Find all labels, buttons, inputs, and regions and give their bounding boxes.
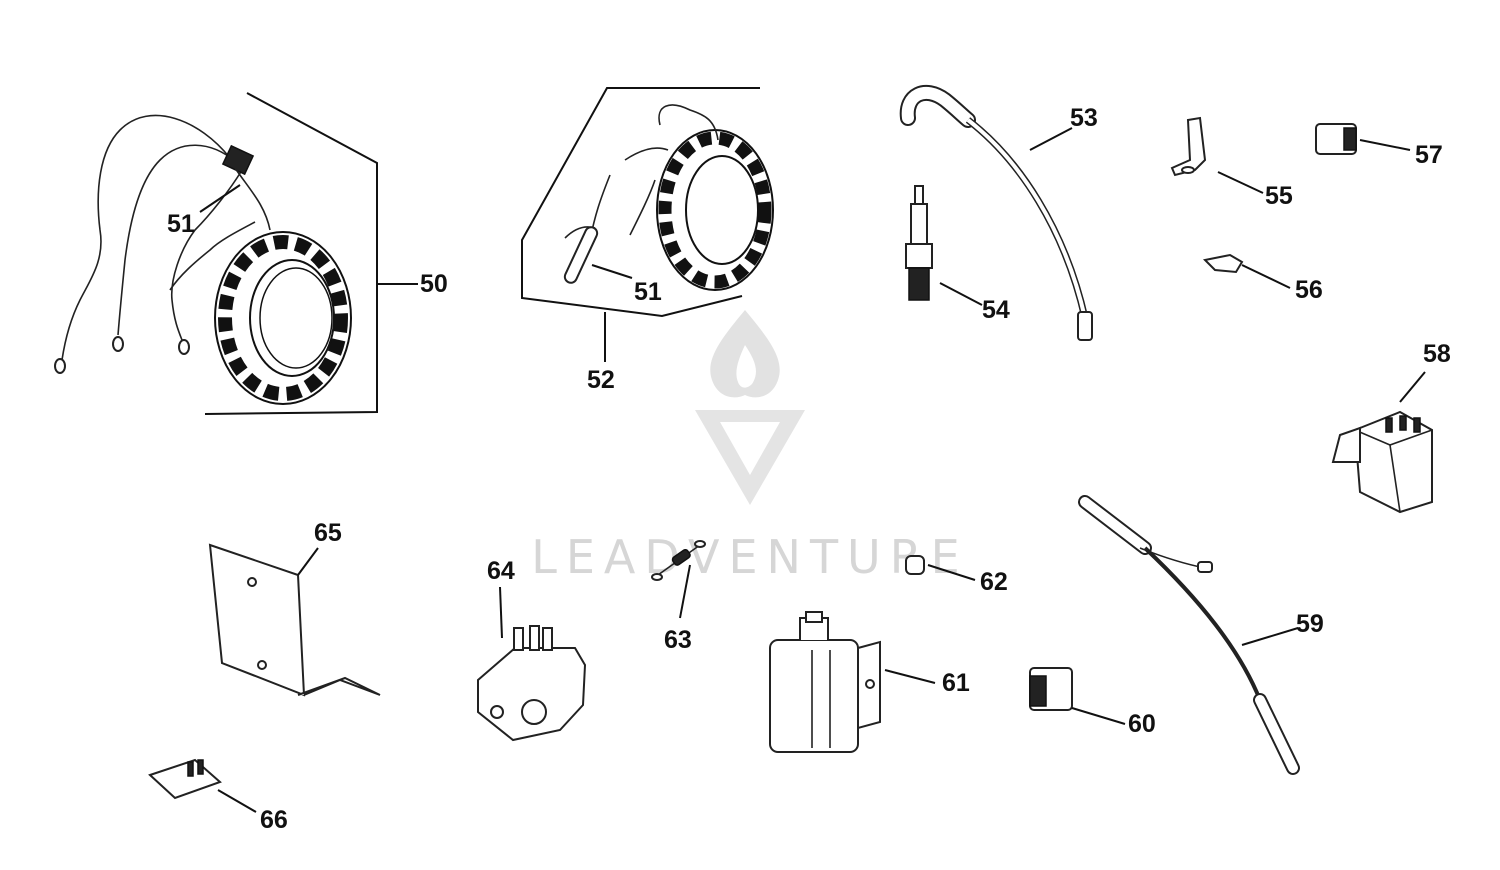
connector-66	[148, 758, 222, 800]
callout-58: 58	[1423, 340, 1451, 368]
watermark: LEADVENTURE	[531, 310, 969, 584]
bracket-55	[1170, 116, 1207, 177]
sensor-59	[1078, 495, 1300, 775]
callout-59: 59	[1296, 610, 1324, 638]
watermark-text: LEADVENTURE	[531, 530, 969, 584]
callout-57: 57	[1415, 141, 1443, 169]
callout-52: 52	[587, 366, 615, 394]
callout-63: 63	[664, 626, 692, 654]
leader-lines	[199, 127, 1426, 813]
callout-53: 53	[1070, 104, 1098, 132]
callout-51-kit: 51	[634, 278, 662, 306]
callout-61: 61	[942, 669, 970, 697]
rectifier-64	[477, 625, 587, 742]
stator-kit-52	[521, 87, 774, 318]
callout-60: 60	[1128, 710, 1156, 738]
spark-plug-lead-53	[899, 84, 1093, 341]
clip-56	[1202, 253, 1244, 274]
callout-56: 56	[1295, 276, 1323, 304]
callout-66: 66	[260, 806, 288, 834]
callout-65: 65	[314, 519, 342, 547]
callout-55: 55	[1265, 182, 1293, 210]
module-58	[1331, 410, 1433, 514]
connector-57	[1315, 123, 1357, 155]
callout-labels: 50 51 51 52 53 54 55 56 57 58 59 60 61 6…	[167, 104, 1451, 834]
cap-62	[905, 555, 925, 575]
callout-51-left: 51	[167, 210, 195, 238]
stator-assembly-50	[54, 92, 378, 415]
callout-62: 62	[980, 568, 1008, 596]
watermark-v-logo-icon	[695, 410, 805, 505]
watermark-flame-icon	[710, 310, 780, 398]
callout-64: 64	[487, 557, 515, 585]
diode-63	[651, 540, 706, 581]
connector-60	[1029, 667, 1073, 711]
callout-50: 50	[420, 270, 448, 298]
callout-54: 54	[982, 296, 1010, 324]
ignition-coil-61	[769, 611, 881, 753]
bracket-plate-65	[208, 543, 381, 697]
spark-plug-54	[905, 185, 933, 301]
